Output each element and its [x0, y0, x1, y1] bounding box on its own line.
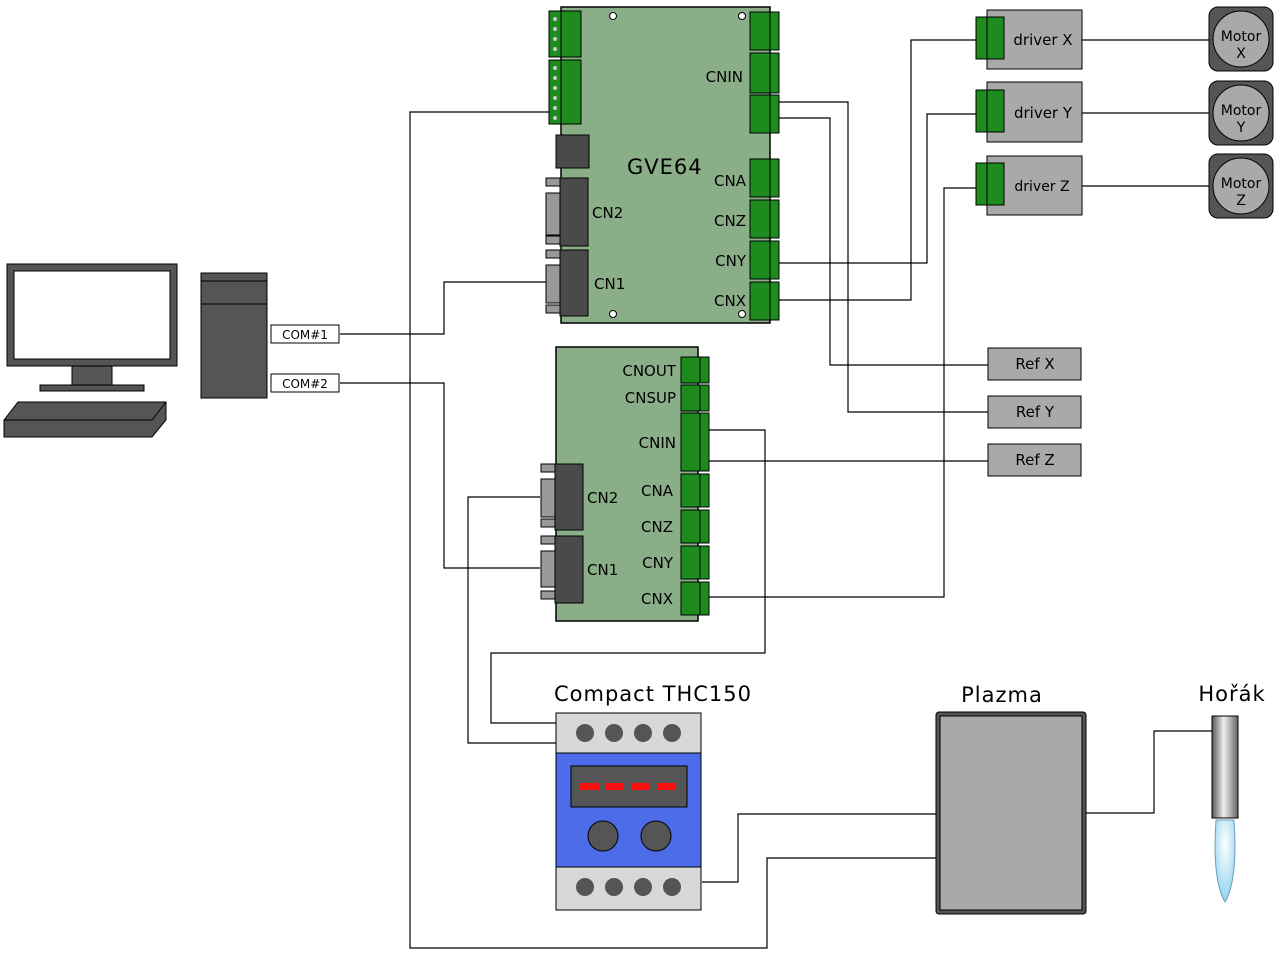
wire-com1-gve-cn1	[340, 281, 548, 335]
ref-y-label: Ref Y	[1016, 403, 1055, 421]
monitor	[6, 263, 178, 392]
gve-cn1-label: CN1	[594, 275, 625, 293]
thc-knob-left	[587, 820, 619, 852]
ref-z: Ref Z	[987, 443, 1082, 477]
gve-cnx-label: CNX	[714, 292, 746, 310]
wire-b2-cn2-thc	[467, 496, 556, 744]
ref-y: Ref Y	[987, 395, 1082, 429]
plasma-unit: Plazma	[935, 683, 1087, 915]
io-cny-label: CNY	[642, 554, 674, 572]
motor-x-label-2: X	[1236, 46, 1246, 62]
com2-label: COM#2	[282, 377, 328, 391]
io-cnout-label: CNOUT	[622, 362, 676, 380]
io-cna-label: CNA	[641, 482, 674, 500]
io-cnsup-label: CNSUP	[625, 389, 676, 407]
motor-y-label-1: Motor	[1221, 103, 1262, 119]
gve64-board: GVE64 CN2 CN1 CNIN CNA CNZ CN	[545, 6, 780, 324]
torch-flame	[1214, 819, 1236, 903]
gve-chip	[555, 134, 590, 169]
motor-z-label-1: Motor	[1221, 176, 1262, 192]
com1-label: COM#1	[282, 328, 328, 342]
gve-cnz-label: CNZ	[714, 212, 746, 230]
motor-z: Motor Z	[1208, 153, 1274, 219]
pc-tower	[200, 272, 268, 399]
driver-y-label: driver Y	[1014, 104, 1073, 122]
gve-cn1-port	[545, 249, 589, 317]
io-cnx-label: CNX	[641, 590, 673, 608]
thc-unit: Compact THC150	[554, 682, 752, 911]
gve-cn2-label: CN2	[592, 204, 623, 222]
wire-gve-power-loop	[409, 111, 936, 949]
wire-gve-cnin-refx	[778, 117, 988, 366]
thc-knob-right	[640, 820, 672, 852]
io-cn2-port	[540, 463, 584, 531]
ref-x: Ref X	[987, 347, 1082, 381]
motor-y-label-2: Y	[1236, 120, 1246, 136]
motor-y: Motor Y	[1208, 80, 1274, 146]
gve-cn2-port	[545, 177, 589, 247]
gve-power-connector	[548, 10, 582, 125]
io-cn1-port	[540, 535, 584, 604]
io-right-connectors	[680, 356, 710, 616]
gve64-title: GVE64	[627, 155, 703, 179]
wire-thc-plasma	[702, 813, 936, 883]
wires	[340, 39, 1212, 949]
ref-x-label: Ref X	[1015, 355, 1054, 373]
io-board: CNOUT CNSUP CNIN CNA CNZ CNY CNX CN2 CN1	[540, 346, 710, 622]
io-cn2-label: CN2	[587, 489, 618, 507]
wire-gve-cny-drivery	[778, 113, 976, 264]
com1-port-box	[270, 324, 340, 344]
thc-title: Compact THC150	[554, 682, 752, 706]
gve-cnin-label: CNIN	[706, 68, 743, 86]
driver-y: driver Y	[975, 81, 1083, 143]
wire-gve-cnx-driverx	[778, 39, 976, 301]
motor-z-label-2: Z	[1236, 193, 1246, 209]
motor-x-label-1: Motor	[1221, 29, 1262, 45]
driver-x-label: driver X	[1013, 31, 1072, 49]
ref-z-label: Ref Z	[1015, 451, 1054, 469]
wire-b2-cnx-driverz	[708, 187, 976, 598]
io-cnz-label: CNZ	[641, 518, 673, 536]
driver-x: driver X	[975, 9, 1083, 70]
gve-cny-label: CNY	[715, 252, 747, 270]
driver-z-label: driver Z	[1014, 179, 1069, 195]
wire-com2-b2-cn1	[340, 382, 540, 569]
computer: COM#1 COM#2	[3, 263, 340, 438]
wire-gve-cnin-refy	[778, 101, 988, 413]
torch-title: Hořák	[1198, 682, 1265, 706]
wire-plasma-torch	[1086, 730, 1212, 814]
gve-cna-label: CNA	[714, 172, 747, 190]
motor-x: Motor X	[1208, 6, 1274, 72]
io-cn1-label: CN1	[587, 561, 618, 579]
torch: Hořák	[1198, 682, 1265, 903]
gve-right-connectors	[749, 11, 780, 321]
driver-z: driver Z	[975, 155, 1083, 216]
com2-port-box	[270, 373, 340, 393]
wire-b2-cnin-thc	[490, 429, 766, 724]
io-cnin-label: CNIN	[639, 434, 676, 452]
plasma-title: Plazma	[961, 683, 1043, 707]
